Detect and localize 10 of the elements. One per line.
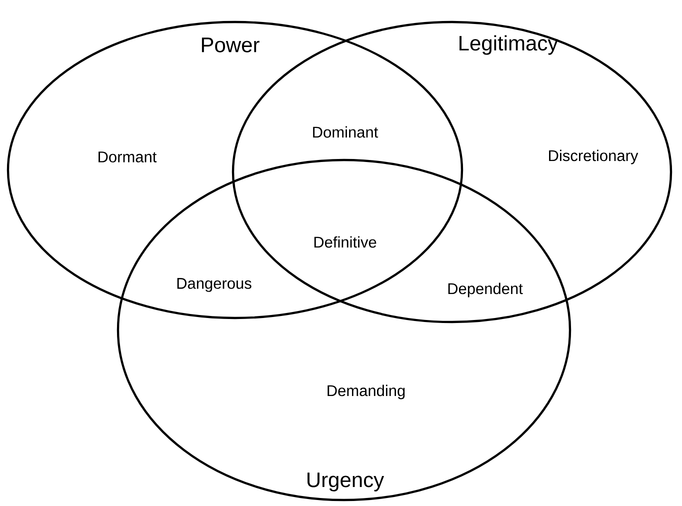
region-label: Dangerous	[177, 278, 252, 292]
circle-heading: Legitimacy	[460, 35, 558, 55]
region-label: Discretionary	[549, 150, 638, 164]
region-label: Dependent	[448, 282, 523, 298]
region-label: Dominant	[313, 126, 378, 138]
region-label: Definitive	[314, 236, 376, 248]
circle-heading: Urgency	[308, 472, 384, 492]
region-label: Demanding	[328, 384, 405, 400]
region-label: Dormant	[98, 152, 157, 162]
circle-heading: Power	[202, 38, 260, 52]
